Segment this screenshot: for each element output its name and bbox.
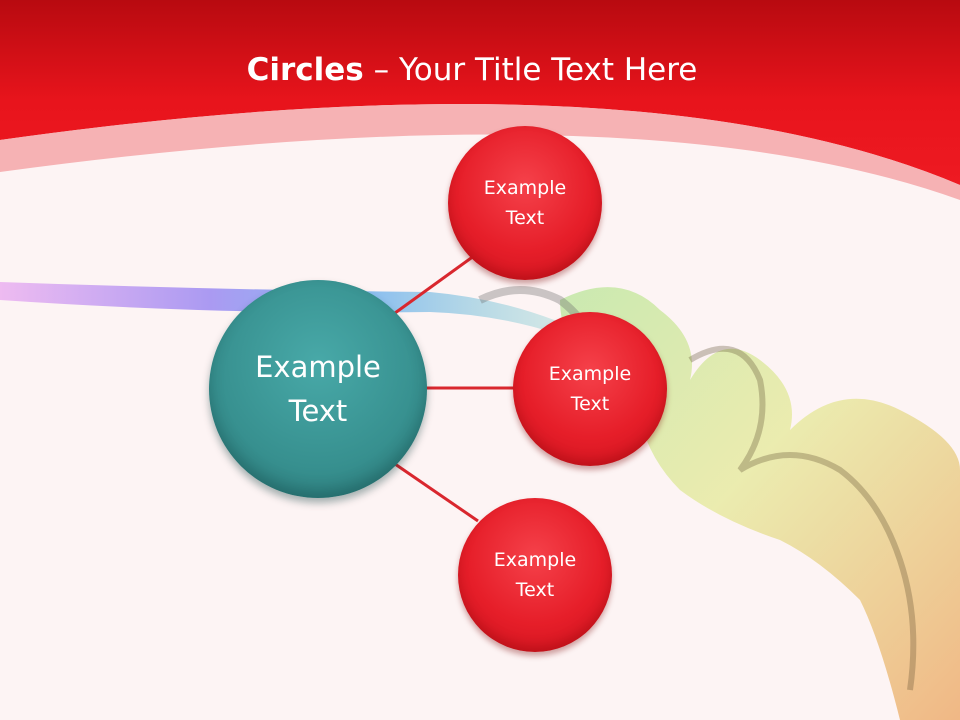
header-band <box>0 0 960 185</box>
header-swoosh <box>0 104 960 200</box>
connector-line-bottom <box>394 462 479 523</box>
smoke-wisp-brown <box>688 345 917 691</box>
slide-title: Circles – Your Title Text Here <box>0 52 944 88</box>
slide-title-rest: – Your Title Text Here <box>363 52 698 88</box>
rainbow-streak <box>0 282 600 350</box>
slide-title-bold: Circles <box>246 52 364 88</box>
connector-line-top <box>394 251 479 315</box>
